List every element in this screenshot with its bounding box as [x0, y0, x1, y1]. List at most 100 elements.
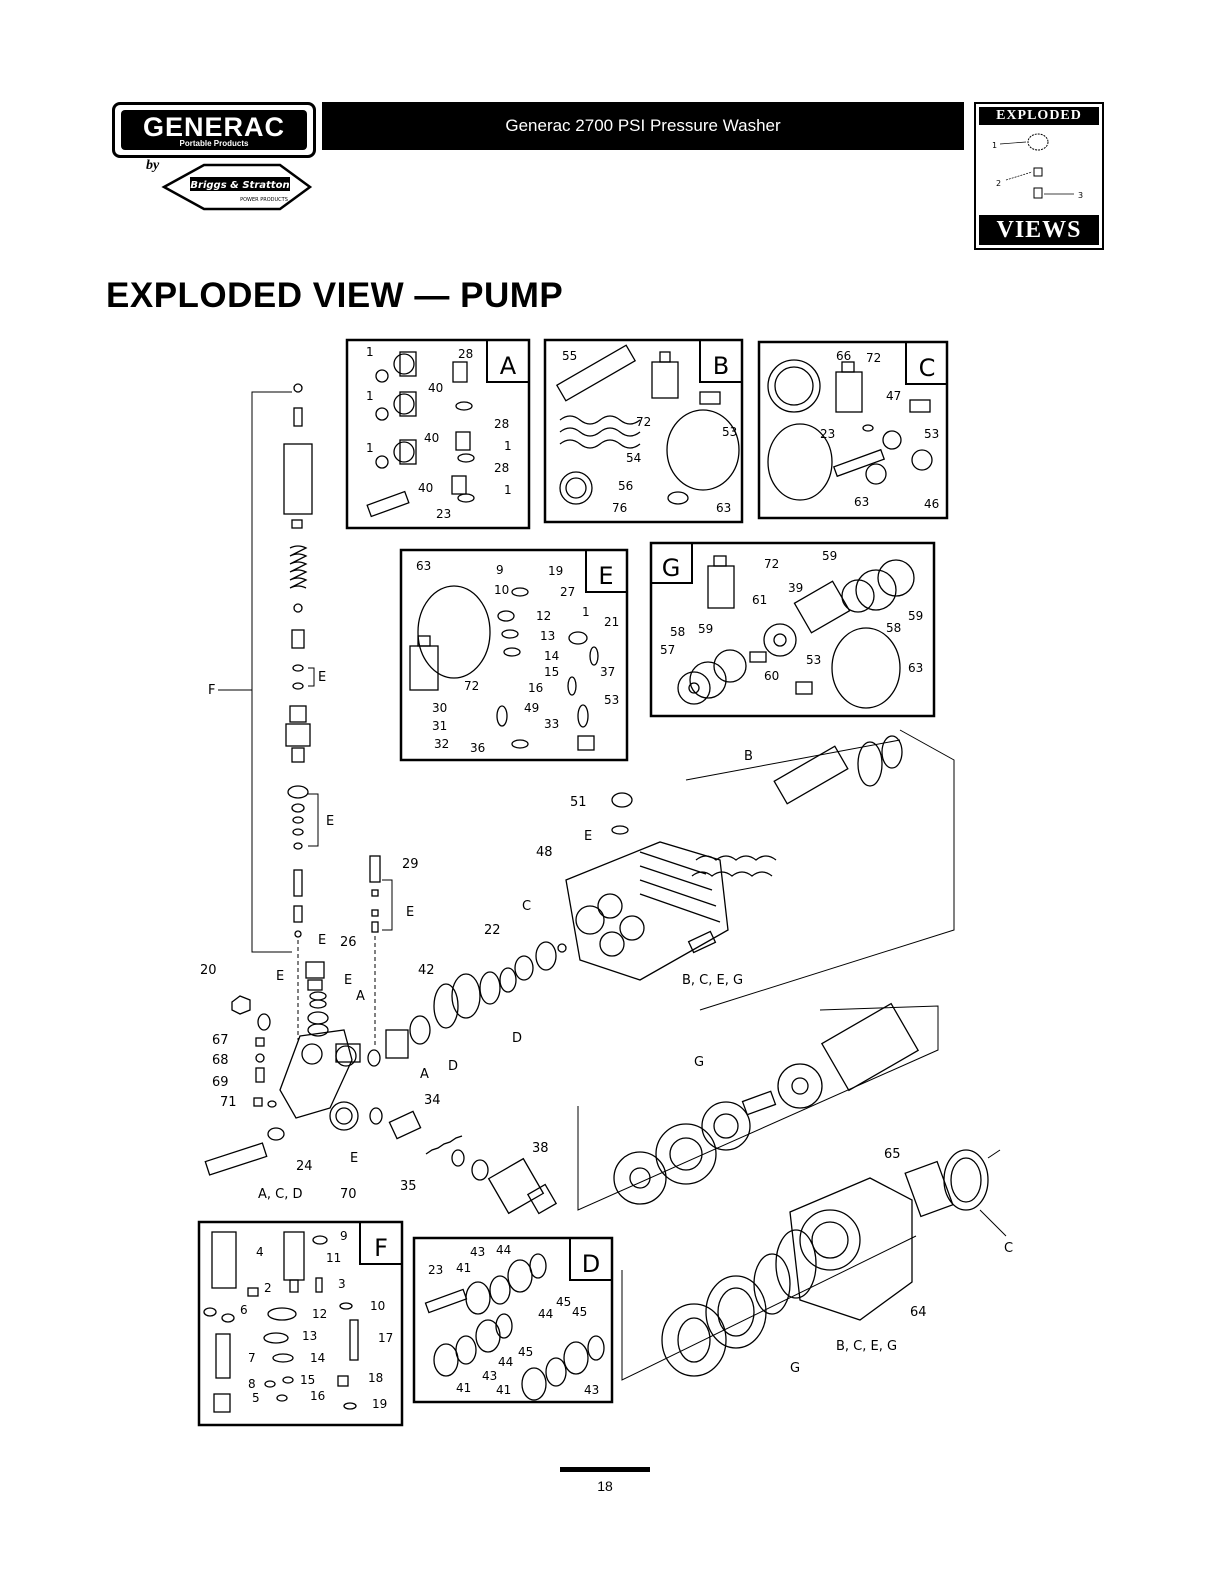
kit-a-part: 28: [494, 461, 509, 475]
callout-g: G: [694, 1055, 704, 1070]
kit-c-label: C: [919, 354, 936, 382]
svg-text:3: 3: [1078, 191, 1083, 200]
kit-e-label: E: [598, 562, 613, 590]
kit-a-part: 1: [504, 439, 512, 453]
kit-g-part: 72: [764, 557, 779, 571]
kit-d-part: 44: [496, 1243, 511, 1257]
kit-g-part: 60: [764, 669, 779, 683]
callout-34: 34: [424, 1093, 441, 1108]
kit-f-part: 15: [300, 1373, 315, 1387]
kit-c-part: 47: [886, 389, 901, 403]
kit-d-part: 44: [538, 1307, 553, 1321]
callout-24: 24: [296, 1159, 313, 1174]
kit-f-part: 5: [252, 1391, 260, 1405]
kit-g-part: 59: [698, 622, 713, 636]
kit-b-part: 53: [722, 425, 737, 439]
callout-acd: A, C, D: [258, 1187, 303, 1202]
callout-64: 64: [910, 1305, 927, 1320]
kit-b-part: 56: [618, 479, 633, 493]
kit-a-part: 1: [504, 483, 512, 497]
callout-e: E: [318, 670, 326, 685]
kit-g-part: 58: [886, 621, 901, 635]
callout-e: E: [326, 814, 334, 829]
callout-d: D: [512, 1031, 522, 1046]
kit-f-label: F: [374, 1234, 388, 1262]
kit-f-part: 17: [378, 1331, 393, 1345]
callout-65: 65: [884, 1147, 901, 1162]
kit-f-part: 13: [302, 1329, 317, 1343]
callout-e: E: [350, 1151, 358, 1166]
kit-g-part: 53: [806, 653, 821, 667]
kit-a-part: 1: [366, 345, 374, 359]
callout-e: E: [318, 933, 326, 948]
kit-e-part: 32: [434, 737, 449, 751]
kit-e-part: 33: [544, 717, 559, 731]
kit-f-part: 6: [240, 1303, 248, 1317]
kit-f-part: 4: [256, 1245, 264, 1259]
callout-71: 71: [220, 1095, 237, 1110]
kit-d-box: D 43 44 23 41 45 44 45 45 44 41 43 41 43: [412, 1236, 614, 1404]
callout-48: 48: [536, 845, 553, 860]
kit-e-part: 63: [416, 559, 431, 573]
kit-c-part: 66: [836, 349, 851, 363]
kit-d-parts: [424, 1253, 605, 1401]
kit-e-part: 36: [470, 741, 485, 755]
kit-c-part-numbers: 66 72 47 53 23 63 46: [820, 349, 939, 511]
kit-f-parts: [203, 1231, 359, 1413]
kit-a-part: 1: [366, 441, 374, 455]
page-title: EXPLODED VIEW — PUMP: [106, 276, 564, 315]
callout-35: 35: [400, 1179, 417, 1194]
kit-b-part: 72: [636, 415, 651, 429]
kit-e-part: 9: [496, 563, 504, 577]
kit-d-part: 45: [518, 1345, 533, 1359]
callout-70: 70: [340, 1187, 357, 1202]
kit-d-part: 45: [556, 1295, 571, 1309]
callout-c: C: [522, 899, 531, 914]
kit-f-part: 14: [310, 1351, 325, 1365]
kit-b-part-numbers: 55 72 53 54 56 76 63: [562, 349, 737, 515]
callout-42: 42: [418, 963, 435, 978]
generac-logo-text: GENERAC: [142, 112, 285, 142]
callout-e: E: [344, 973, 352, 988]
kit-a-part: 28: [458, 347, 473, 361]
kit-f-box: F 9 4 11 2 3 6 12 10 13 17 7 14: [197, 1220, 404, 1427]
kit-a-part: 28: [494, 417, 509, 431]
briggs-stratton-logo: Briggs & Stratton POWER PRODUCTS: [161, 163, 313, 211]
kit-g-part: 63: [908, 661, 923, 675]
briggs-logo-subtext: POWER PRODUCTS: [240, 197, 288, 203]
kit-e-part: 10: [494, 583, 509, 597]
svg-text:2: 2: [996, 179, 1001, 188]
kit-a-part: 40: [428, 381, 443, 395]
kit-c-part: 23: [820, 427, 835, 441]
callout-69: 69: [212, 1075, 229, 1090]
callout-g: G: [790, 1361, 800, 1376]
kit-e-part: 19: [548, 564, 563, 578]
kit-e-part-numbers: 63 9 19 10 27 12 1 21 13 14 15 37 72 16 …: [416, 559, 619, 755]
kit-a-label: A: [500, 352, 517, 380]
kit-d-part: 43: [482, 1369, 497, 1383]
kit-g-part: 61: [752, 593, 767, 607]
kit-b-part: 55: [562, 349, 577, 363]
kit-d-label: D: [582, 1250, 600, 1278]
kit-e-part: 21: [604, 615, 619, 629]
kit-f-part: 16: [310, 1389, 325, 1403]
kit-g-part: 58: [670, 625, 685, 639]
kit-a-box: A 1 28 40 1 28 40 1 28 1 40 1 23: [345, 338, 531, 530]
generac-logo: GENERAC Portable Products: [112, 102, 316, 158]
kit-g-box: G 72 59 39 61 59 58 58 59 57 60 53 63: [649, 541, 936, 718]
kit-e-part: 30: [432, 701, 447, 715]
kit-e-part: 37: [600, 665, 615, 679]
kit-d-part: 41: [456, 1261, 471, 1275]
unloader-stack: [218, 383, 319, 1040]
badge-top-text: EXPLODED: [979, 107, 1099, 125]
kit-d-part: 43: [584, 1383, 599, 1397]
kit-b-box: B 55 72 53 54 56 76 63: [543, 338, 744, 524]
kit-b-label: B: [713, 352, 729, 380]
kit-f-part-numbers: 9 4 11 2 3 6 12 10 13 17 7 14 8 15 18 5 …: [240, 1229, 393, 1411]
callout-20: 20: [200, 963, 217, 978]
kit-f-part: 8: [248, 1377, 256, 1391]
kit-d-part: 41: [496, 1383, 511, 1397]
kit-e-part: 1: [582, 605, 590, 619]
valve-assemblies: [367, 941, 567, 1215]
